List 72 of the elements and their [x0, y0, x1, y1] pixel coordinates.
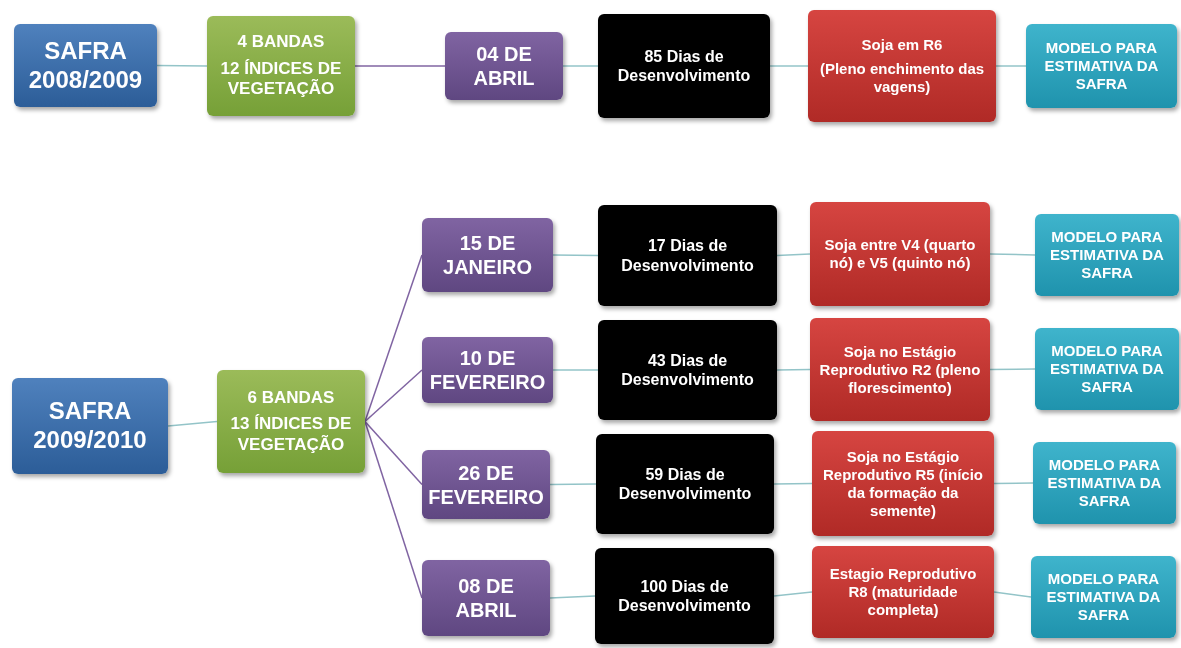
connector-line [773, 482, 813, 485]
node-label: Soja entre V4 (quarto nó) e V5 (quinto nó) [823, 236, 977, 272]
stage-box [808, 10, 996, 122]
node-label: SAFRA 2008/2009 [27, 36, 144, 95]
days-box [598, 205, 777, 306]
node-label: 04 DE ABRIL [472, 42, 536, 90]
connector-line [776, 253, 811, 257]
bands-box [207, 16, 355, 116]
date-box [445, 32, 563, 100]
stage-box [810, 318, 990, 421]
node-label: 13 ÍNDICES DE VEGETAÇÃO [229, 414, 353, 456]
stage-box [812, 431, 994, 536]
node-label: 6 BANDAS [247, 387, 335, 409]
node-label: MODELO PARA ESTIMATIVA DA SAFRA [1049, 228, 1165, 282]
connector-line [989, 253, 1036, 256]
connector-line [549, 595, 596, 599]
model-box [1035, 328, 1179, 410]
model-box [1035, 214, 1179, 296]
node-label: SAFRA 2009/2010 [32, 397, 148, 455]
node-label: Soja em R6 [861, 36, 943, 54]
node-label: Estagio Reprodutivo R8 (maturidade completa) [828, 565, 978, 619]
node-label: MODELO PARA ESTIMATIVA DA SAFRA [1043, 39, 1160, 93]
connector-line [167, 420, 218, 427]
connector-line [769, 65, 809, 67]
connector-line [993, 482, 1034, 485]
days-box [596, 434, 774, 534]
stage-box [812, 546, 994, 638]
model-box [1033, 442, 1176, 524]
node-label: MODELO PARA ESTIMATIVA DA SAFRA [1046, 456, 1163, 510]
node-label: (Pleno enchimento das vagens) [818, 60, 986, 96]
node-label: 59 Dias de Desenvolvimento [617, 464, 753, 504]
model-box [1031, 556, 1176, 638]
node-label: 15 DE JANEIRO [442, 231, 533, 279]
safra-box [14, 24, 157, 107]
node-label: 43 Dias de Desenvolvimento [620, 350, 755, 390]
connector-line [776, 368, 811, 371]
connector-line [354, 65, 446, 67]
days-box [598, 14, 770, 118]
node-label: 10 DE FEVEREIRO [428, 346, 547, 394]
node-label: 100 Dias de Desenvolvimento [617, 576, 752, 616]
date-box [422, 560, 550, 636]
node-label: MODELO PARA ESTIMATIVA DA SAFRA [1045, 570, 1162, 624]
connector-line [549, 483, 597, 486]
connector-line [552, 369, 599, 371]
model-box [1026, 24, 1177, 108]
days-box [598, 320, 777, 420]
connector-line [552, 254, 599, 257]
connector-line [995, 65, 1027, 67]
node-label: Soja no Estágio Reprodutivo R2 (pleno florescimento) [818, 342, 982, 397]
safra-box [12, 378, 168, 474]
stage-box [810, 202, 990, 306]
connector-line [993, 591, 1032, 598]
node-label: 17 Dias de Desenvolvimento [620, 236, 755, 275]
node-label: 26 DE FEVEREIRO [428, 460, 544, 509]
connector-line [364, 420, 423, 486]
bands-box [217, 370, 365, 473]
connector-line [989, 368, 1036, 371]
node-label: 85 Dias de Desenvolvimento [616, 46, 752, 86]
date-box [422, 337, 553, 403]
connector-line [364, 369, 423, 423]
connector-line [156, 64, 208, 67]
node-label: 08 DE ABRIL [454, 574, 518, 622]
node-label: MODELO PARA ESTIMATIVA DA SAFRA [1049, 342, 1165, 396]
days-box [595, 548, 774, 644]
node-label: 4 BANDAS [237, 32, 325, 53]
connector-line [773, 591, 813, 597]
node-label: Soja no Estágio Reprodutivo R5 (início da formação da semente) [822, 447, 984, 520]
connector-line [364, 254, 423, 423]
date-box [422, 218, 553, 292]
node-label: 12 ÍNDICES DE VEGETAÇÃO [219, 58, 343, 100]
connector-line [562, 65, 599, 67]
date-box [422, 450, 550, 519]
